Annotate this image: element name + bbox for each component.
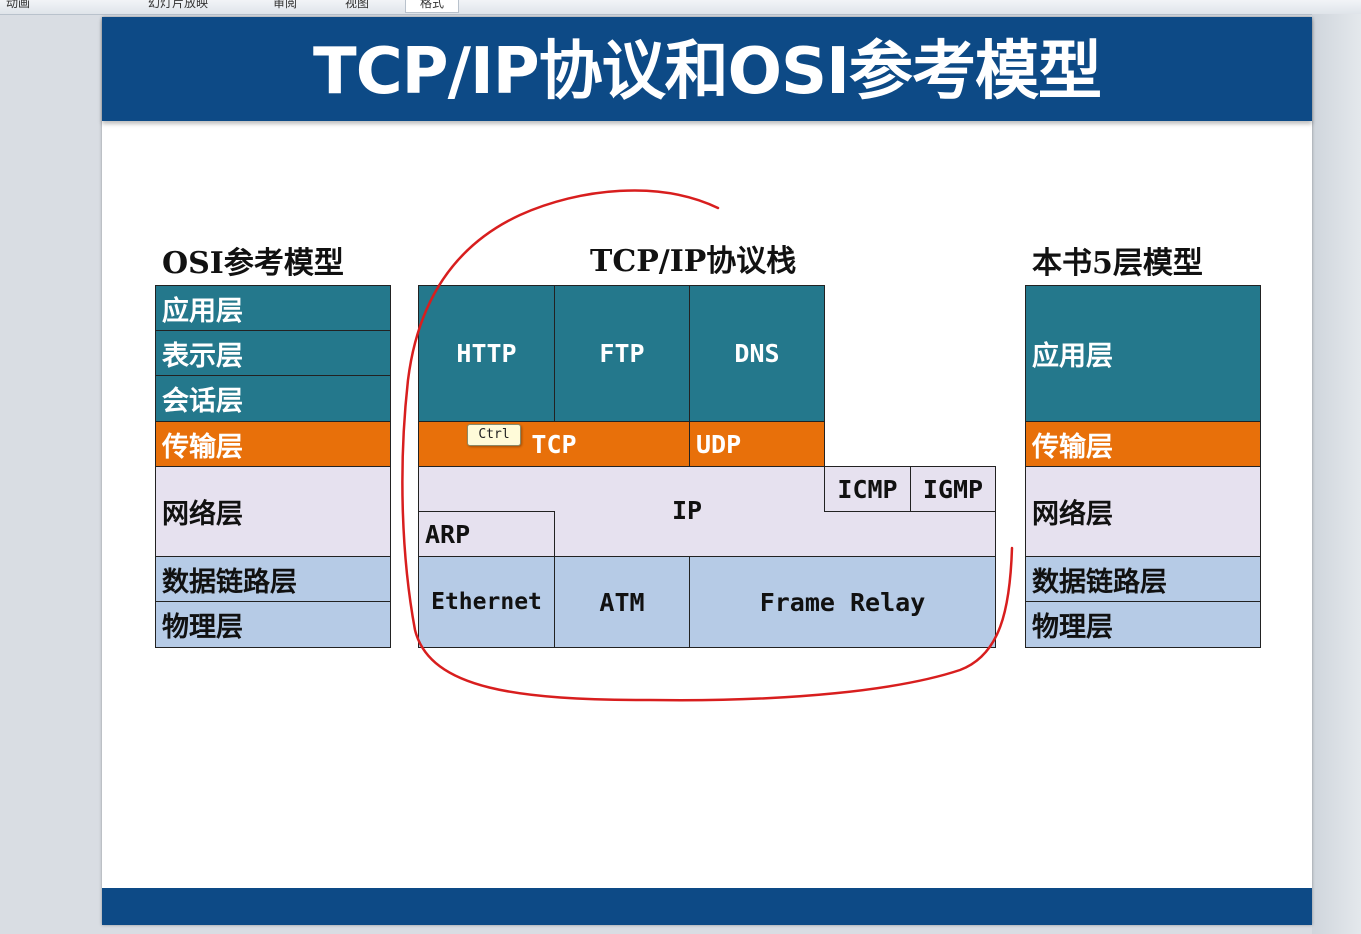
five-layer-heading: 本书5层模型 xyxy=(1032,246,1203,281)
proto-dns: DNS xyxy=(689,285,825,422)
proto-http: HTTP xyxy=(418,285,555,422)
ribbon-tabs: 动画 幻灯片放映 审阅 视图 格式 xyxy=(0,0,1361,15)
osi-layer-datalink: 数据链路层 xyxy=(155,556,391,602)
osi-layer-transport: 传输层 xyxy=(155,421,391,467)
proto-atm: ATM xyxy=(554,556,690,648)
five-layer-datalink: 数据链路层 xyxy=(1025,556,1261,602)
five-layer-transport: 传输层 xyxy=(1025,421,1261,467)
ribbon-tab-5[interactable]: 格式 xyxy=(405,0,460,13)
osi-layer-presentation: 表示层 xyxy=(155,330,391,376)
proto-ethernet: Ethernet xyxy=(418,556,555,648)
proto-ip-label: IP xyxy=(672,496,703,525)
ribbon-tab-3[interactable]: 审阅 xyxy=(273,0,298,10)
osi-layer-network: 网络层 xyxy=(155,466,391,557)
proto-icmp: ICMP xyxy=(824,466,911,512)
osi-layer-application: 应用层 xyxy=(155,285,391,331)
five-layer-application: 应用层 xyxy=(1025,285,1261,422)
proto-ftp: FTP xyxy=(554,285,690,422)
proto-udp: UDP xyxy=(689,421,825,467)
slide-title: TCP/IP协议和OSI参考模型 xyxy=(313,35,1102,109)
five-layer-network: 网络层 xyxy=(1025,466,1261,557)
five-layer-physical: 物理层 xyxy=(1025,601,1261,648)
proto-tcp: TCP xyxy=(418,421,690,467)
title-bar xyxy=(102,17,1312,121)
ribbon-tab-2[interactable]: 幻灯片放映 xyxy=(148,0,209,10)
paste-options-tooltip[interactable]: Ctrl xyxy=(467,424,521,446)
osi-heading: OSI参考模型 xyxy=(162,246,344,281)
ribbon-tab-4[interactable]: 视图 xyxy=(345,0,370,10)
proto-igmp: IGMP xyxy=(910,466,996,512)
tcpip-heading: TCP/IP协议栈 xyxy=(590,244,797,279)
footer-bar xyxy=(102,888,1312,925)
osi-layer-session: 会话层 xyxy=(155,375,391,422)
ribbon-tab-1[interactable]: 动画 xyxy=(6,0,31,10)
editor-background xyxy=(1312,14,1361,934)
proto-arp: ARP xyxy=(418,511,555,557)
osi-layer-physical: 物理层 xyxy=(155,601,391,648)
proto-frame-relay: Frame Relay xyxy=(689,556,996,648)
